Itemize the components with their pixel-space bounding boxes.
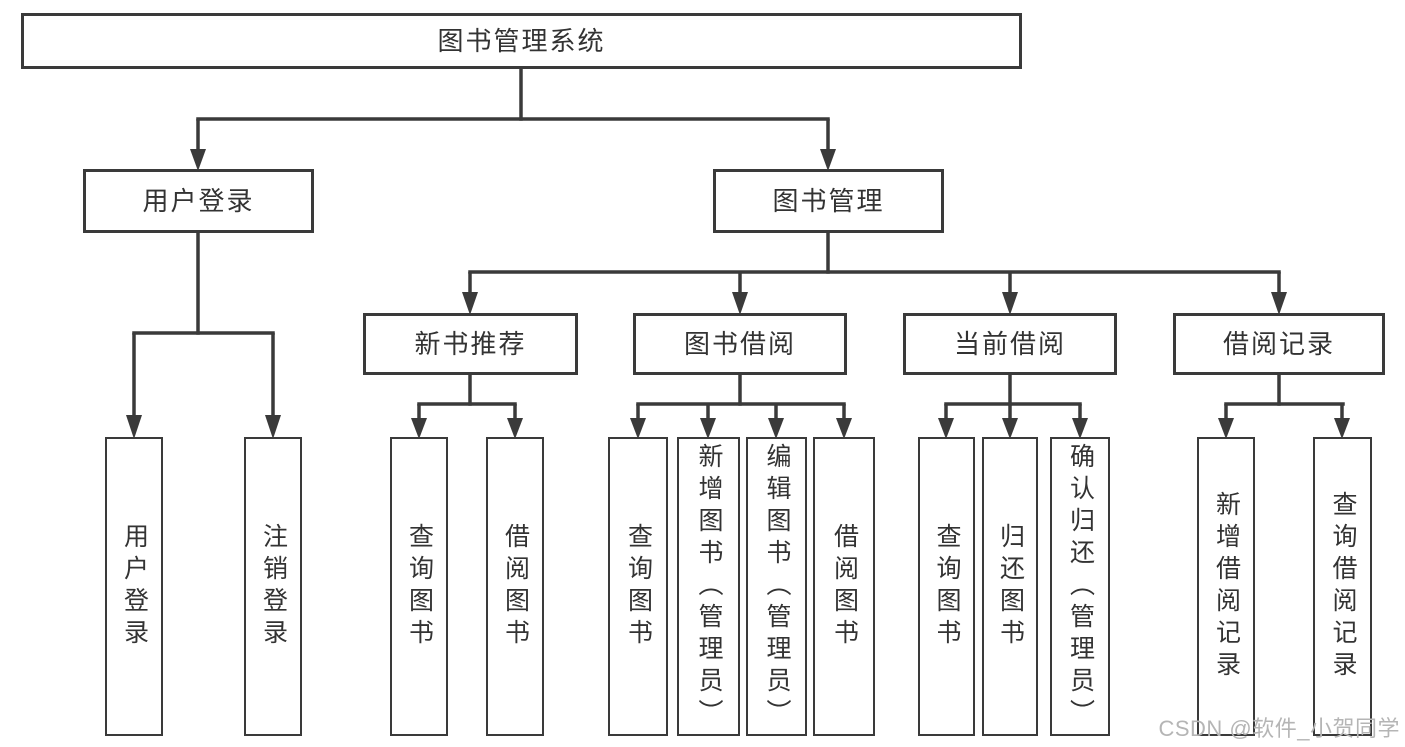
leaf-query-borrow-record: 查询借阅记录 <box>1313 437 1372 736</box>
leaf-confirm-return-admin: 确认归还（管理员） <box>1050 437 1110 736</box>
leaf-user-login-label: 用户登录 <box>120 522 149 651</box>
node-current-borrow: 当前借阅 <box>903 313 1117 375</box>
leaf-recommend-borrow-book-label: 借阅图书 <box>501 522 530 651</box>
leaf-borrow-book: 借阅图书 <box>813 437 875 736</box>
leaf-edit-book-admin: 编辑图书（管理员） <box>746 437 807 736</box>
leaf-borrow-query-book: 查询图书 <box>608 437 668 736</box>
leaf-recommend-query-book: 查询图书 <box>390 437 448 736</box>
leaf-return-book: 归还图书 <box>982 437 1038 736</box>
leaf-borrow-query-book-label: 查询图书 <box>624 522 653 651</box>
csdn-watermark: CSDN @软件_小贺同学 <box>1158 716 1400 741</box>
leaf-return-book-label: 归还图书 <box>996 522 1025 651</box>
leaf-add-borrow-record-label: 新增借阅记录 <box>1212 490 1241 683</box>
node-book-management: 图书管理 <box>713 169 944 233</box>
node-book-borrow-label: 图书借阅 <box>683 329 796 359</box>
node-book-borrow: 图书借阅 <box>633 313 847 375</box>
leaf-current-query-book: 查询图书 <box>918 437 975 736</box>
leaf-add-borrow-record: 新增借阅记录 <box>1197 437 1255 736</box>
leaf-query-borrow-record-label: 查询借阅记录 <box>1329 490 1357 683</box>
node-user-login: 用户登录 <box>83 169 314 233</box>
leaf-add-book-admin-label: 新增图书（管理员） <box>695 442 723 731</box>
leaf-logout: 注销登录 <box>244 437 302 736</box>
leaf-edit-book-admin-label: 编辑图书（管理员） <box>763 442 791 731</box>
node-new-book-recommend: 新书推荐 <box>363 313 578 375</box>
leaf-logout-label: 注销登录 <box>259 522 288 651</box>
node-current-borrow-label: 当前借阅 <box>953 329 1066 359</box>
leaf-borrow-book-label: 借阅图书 <box>830 522 859 651</box>
arrowhead-icons <box>126 149 1350 439</box>
leaf-confirm-return-admin-label: 确认归还（管理员） <box>1066 442 1095 731</box>
node-user-login-label: 用户登录 <box>142 186 255 216</box>
leaf-user-login: 用户登录 <box>105 437 163 736</box>
node-root-label: 图书管理系统 <box>437 26 606 56</box>
node-borrow-records: 借阅记录 <box>1173 313 1385 375</box>
leaf-current-query-book-label: 查询图书 <box>933 522 961 651</box>
leaf-add-book-admin: 新增图书（管理员） <box>677 437 740 736</box>
node-root: 图书管理系统 <box>21 13 1022 69</box>
leaf-recommend-query-book-label: 查询图书 <box>405 522 434 651</box>
node-book-management-label: 图书管理 <box>772 186 885 216</box>
node-new-book-recommend-label: 新书推荐 <box>414 329 527 359</box>
leaf-recommend-borrow-book: 借阅图书 <box>486 437 544 736</box>
node-borrow-records-label: 借阅记录 <box>1222 329 1335 359</box>
